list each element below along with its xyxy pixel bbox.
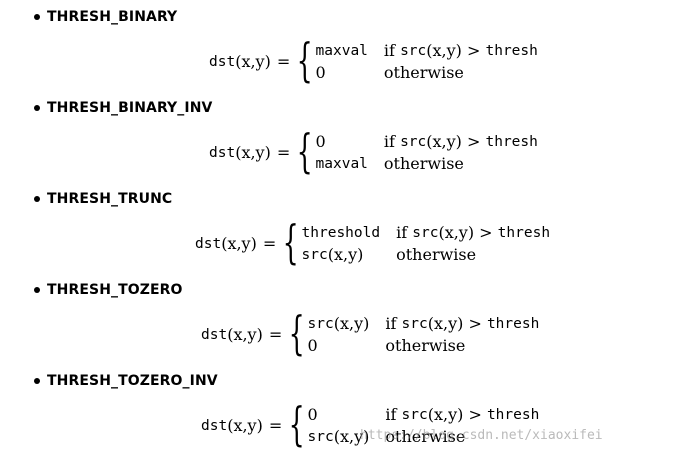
value-args: (x,y) xyxy=(333,314,370,333)
cond-args: (x,y) > xyxy=(426,132,481,151)
case-condition: otherwise xyxy=(385,427,466,446)
formula-lhs: dst(x,y) = xyxy=(209,145,296,161)
case-value: src(x,y) xyxy=(308,429,370,445)
cond-if: if xyxy=(385,314,397,333)
cases-block: 0 if src(x,y) > thresh src(x,y) otherwis… xyxy=(308,407,540,445)
bullet-icon xyxy=(34,196,40,202)
value-args: (x,y) xyxy=(333,427,370,446)
value-args: (x,y) xyxy=(327,245,364,264)
left-brace-icon: { xyxy=(288,306,305,360)
function-args: (x,y) xyxy=(227,416,263,435)
case-value: threshold xyxy=(301,224,381,241)
cond-function: src xyxy=(401,315,428,332)
function-args: (x,y) xyxy=(227,325,263,344)
value-function: src xyxy=(301,246,328,263)
case-condition: otherwise xyxy=(385,336,466,355)
formula-lhs: dst(x,y) = xyxy=(209,54,296,70)
formula-thresh-trunc: dst(x,y) = { threshold if src(x,y) > thr… xyxy=(195,215,551,269)
section-heading-thresh-tozero: THRESH_TOZERO xyxy=(47,282,183,298)
cases-block: maxval if src(x,y) > thresh 0 otherwise xyxy=(316,43,538,81)
function-name: dst xyxy=(201,417,228,434)
formula-lhs: dst(x,y) = xyxy=(195,236,282,252)
cond-function: src xyxy=(412,224,439,241)
cond-args: (x,y) > xyxy=(438,223,493,242)
cond-args: (x,y) > xyxy=(427,314,482,333)
section-heading-thresh-binary-inv: THRESH_BINARY_INV xyxy=(47,100,213,116)
formula-thresh-binary: dst(x,y) = { maxval if src(x,y) > thresh… xyxy=(209,33,538,87)
cond-if: if xyxy=(396,223,408,242)
case-condition: if src(x,y) > thresh xyxy=(396,225,550,241)
cond-if: if xyxy=(383,132,395,151)
bullet-icon xyxy=(34,378,40,384)
cond-thresh: thresh xyxy=(485,42,538,59)
case-value: src(x,y) xyxy=(302,247,381,263)
case-value: 0 xyxy=(307,336,318,355)
function-args: (x,y) xyxy=(221,234,257,253)
case-value: maxval xyxy=(315,42,368,59)
equals-sign: = xyxy=(276,143,291,162)
cond-function: src xyxy=(401,406,428,423)
formula-lhs: dst(x,y) = xyxy=(201,327,288,343)
case-value: maxval xyxy=(315,155,368,172)
cond-thresh: thresh xyxy=(497,224,551,241)
case-condition: if src(x,y) > thresh xyxy=(384,43,538,59)
equals-sign: = xyxy=(268,416,283,435)
formula-thresh-binary-inv: dst(x,y) = { 0 if src(x,y) > thresh maxv… xyxy=(209,124,538,178)
case-value: 0 xyxy=(307,405,318,424)
formula-lhs: dst(x,y) = xyxy=(201,418,288,434)
left-brace-icon: { xyxy=(296,124,313,178)
section-heading-thresh-trunc: THRESH_TRUNC xyxy=(47,191,173,207)
case-condition: if src(x,y) > thresh xyxy=(385,316,539,332)
left-brace-icon: { xyxy=(296,33,313,87)
equals-sign: = xyxy=(276,52,291,71)
value-function: src xyxy=(307,315,334,332)
case-value: 0 xyxy=(315,63,326,82)
equals-sign: = xyxy=(262,234,277,253)
case-condition: otherwise xyxy=(383,154,464,173)
section-heading-thresh-tozero-inv: THRESH_TOZERO_INV xyxy=(47,373,218,389)
equals-sign: = xyxy=(268,325,283,344)
bullet-icon xyxy=(34,287,40,293)
cond-thresh: thresh xyxy=(486,406,540,423)
cases-block: threshold if src(x,y) > thresh src(x,y) … xyxy=(302,225,551,263)
case-condition: otherwise xyxy=(383,63,464,82)
left-brace-icon: { xyxy=(282,215,299,269)
cond-if: if xyxy=(383,41,395,60)
cases-block: 0 if src(x,y) > thresh maxval otherwise xyxy=(316,134,538,172)
case-condition: if src(x,y) > thresh xyxy=(384,134,538,150)
function-name: dst xyxy=(209,144,236,161)
cases-block: src(x,y) if src(x,y) > thresh 0 otherwis… xyxy=(308,316,540,354)
cond-thresh: thresh xyxy=(485,133,538,150)
bullet-icon xyxy=(34,14,40,20)
watermark: https://blog.csdn.net/xiaoxifei xyxy=(360,428,603,443)
cond-function: src xyxy=(400,42,427,59)
cond-if: if xyxy=(385,405,397,424)
cond-thresh: thresh xyxy=(486,315,540,332)
function-name: dst xyxy=(209,53,236,70)
case-value: 0 xyxy=(315,132,326,151)
function-name: dst xyxy=(201,326,228,343)
bullet-icon xyxy=(34,105,40,111)
case-condition: if src(x,y) > thresh xyxy=(385,407,539,423)
formula-thresh-tozero: dst(x,y) = { src(x,y) if src(x,y) > thre… xyxy=(201,306,540,360)
function-args: (x,y) xyxy=(235,143,271,162)
case-condition: otherwise xyxy=(396,245,477,264)
case-value: src(x,y) xyxy=(308,316,370,332)
formula-thresh-tozero-inv: dst(x,y) = { 0 if src(x,y) > thresh src(… xyxy=(201,397,540,451)
cond-args: (x,y) > xyxy=(427,405,482,424)
value-function: src xyxy=(307,428,334,445)
cond-function: src xyxy=(400,133,427,150)
section-heading-thresh-binary: THRESH_BINARY xyxy=(47,9,178,25)
left-brace-icon: { xyxy=(288,397,305,451)
function-name: dst xyxy=(195,235,222,252)
function-args: (x,y) xyxy=(235,52,271,71)
cond-args: (x,y) > xyxy=(426,41,481,60)
